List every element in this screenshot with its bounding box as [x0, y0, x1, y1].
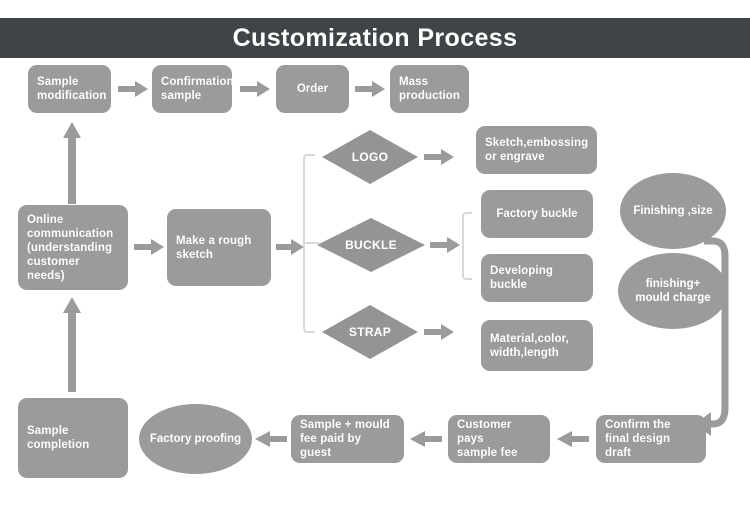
arrow-rough-sketch-to-branches — [276, 239, 304, 255]
node-buckle-label: BUCKLE — [345, 238, 397, 252]
node-buckle-diamond[interactable]: BUCKLE — [317, 218, 425, 272]
node-strap-label: STRAP — [348, 325, 392, 339]
node-finishing-mould-charge[interactable]: finishing+mould charge — [618, 253, 728, 329]
arrow-customer-pays-to-sample-mould-fee — [410, 431, 442, 447]
page-title: Customization Process — [232, 23, 518, 52]
node-logo-label: LOGO — [351, 150, 389, 164]
arrow-sample-completion-to-online-communication — [63, 297, 81, 392]
node-developing-buckle[interactable]: Developing buckle — [481, 254, 593, 302]
arrow-logo-to-sketch-embossing — [424, 149, 454, 165]
arrow-confirmation-to-order — [240, 81, 270, 97]
arrow-finishing-to-confirm-draft-curve — [695, 232, 750, 442]
arrow-strap-to-material — [424, 324, 454, 340]
node-finishing-size[interactable]: Finishing ,size — [620, 173, 726, 249]
header-bar: Customization Process — [0, 18, 750, 58]
node-material-color[interactable]: Material,color,width,length — [481, 320, 593, 371]
node-factory-buckle[interactable]: Factory buckle — [481, 190, 593, 238]
arrow-buckle-to-buckle-options — [430, 237, 460, 253]
arrow-sample-mould-fee-to-factory-proofing — [255, 431, 287, 447]
arrow-order-to-mass-production — [355, 81, 385, 97]
arrow-confirm-draft-to-customer-pays — [557, 431, 589, 447]
arrow-online-communication-to-sample-modification — [63, 122, 81, 204]
node-logo-diamond[interactable]: LOGO — [322, 130, 418, 184]
node-order[interactable]: Order — [276, 65, 349, 113]
arrow-sample-modification-to-confirmation — [118, 81, 148, 97]
branch-bracket-buckle — [462, 212, 476, 280]
node-factory-proofing[interactable]: Factory proofing — [139, 404, 252, 474]
node-strap-diamond[interactable]: STRAP — [322, 305, 418, 359]
branch-bracket-sketch — [303, 154, 321, 333]
arrow-online-communication-to-rough-sketch — [134, 239, 164, 255]
